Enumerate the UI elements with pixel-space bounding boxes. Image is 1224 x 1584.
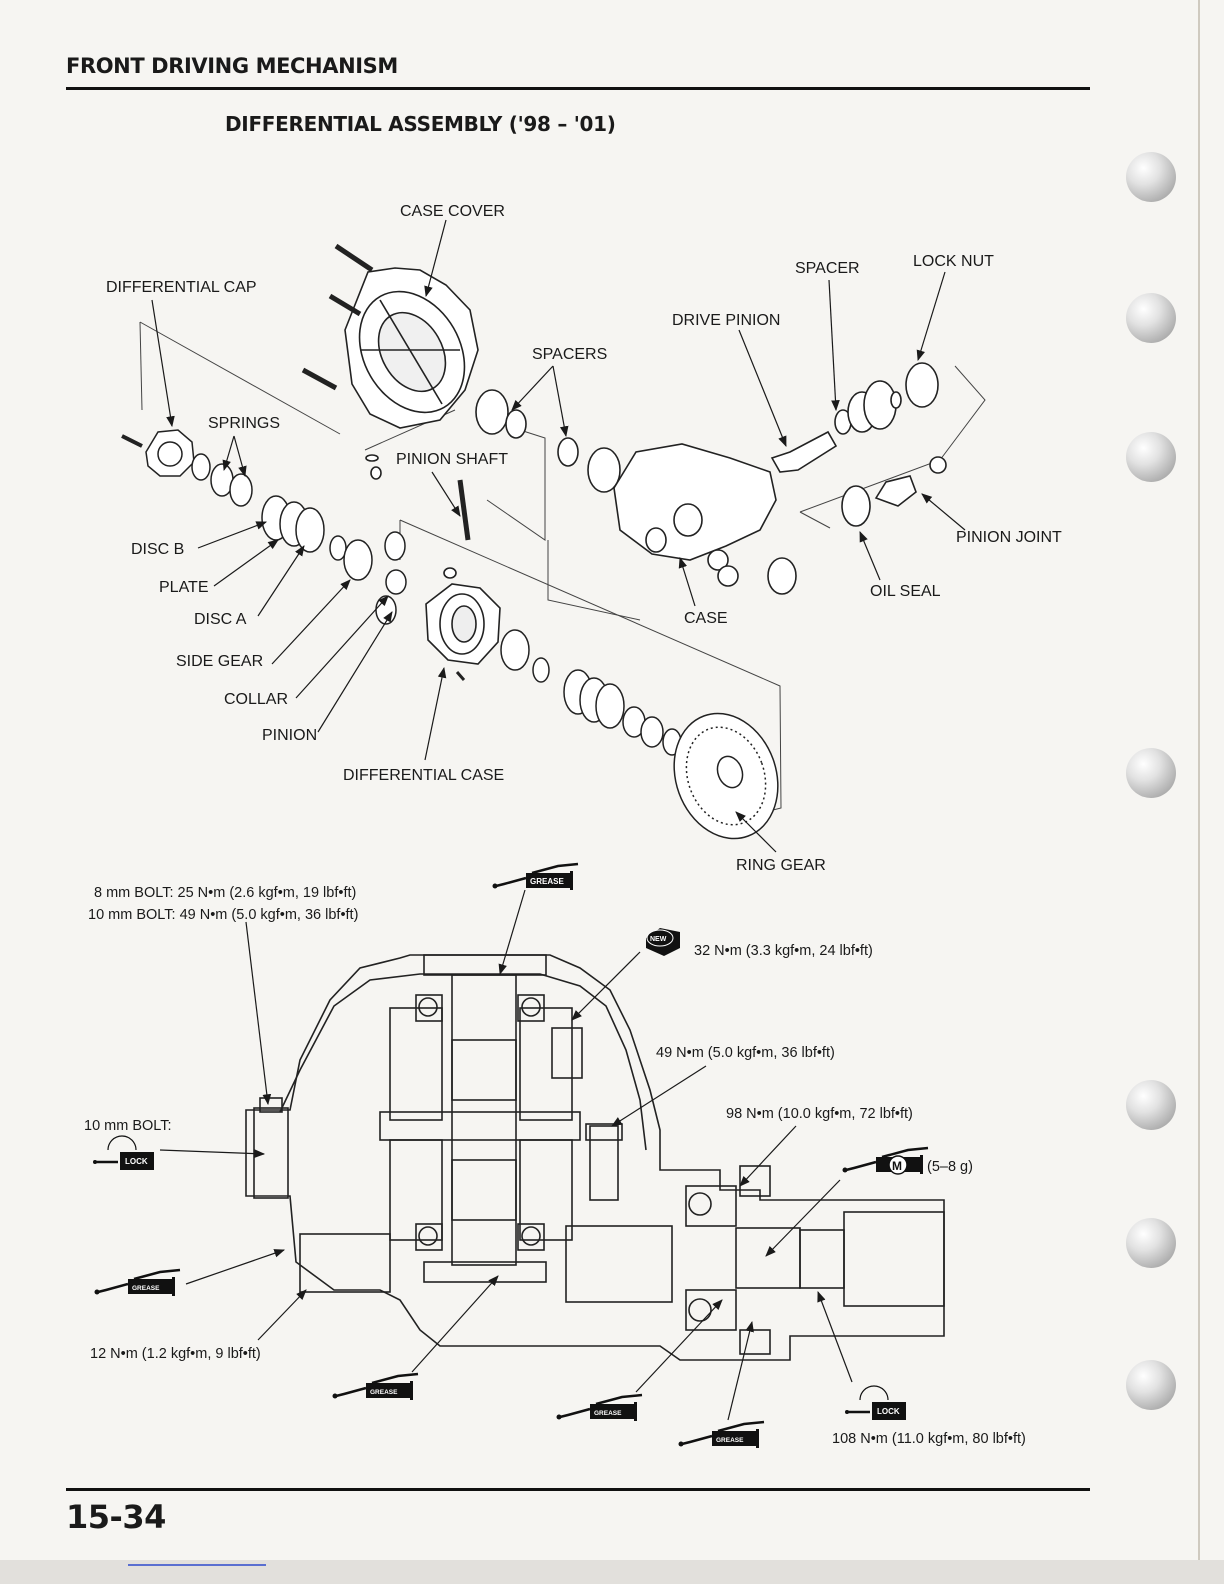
section-tab-icon[interactable] [1126, 1218, 1176, 1268]
bolt-10mm-label: 10 mm BOLT: [84, 1118, 172, 1134]
label-collar: COLLAR [224, 691, 288, 708]
section-tab-icon[interactable] [1126, 432, 1176, 482]
label-pinion-shaft: PINION SHAFT [396, 451, 508, 468]
section-header: FRONT DRIVING MECHANISM [66, 54, 398, 78]
label-case: CASE [684, 610, 728, 627]
differential-case-part [425, 479, 501, 681]
section-tab-icon[interactable] [1126, 293, 1176, 343]
label-side-gear: SIDE GEAR [176, 653, 263, 670]
svg-text:M: M [892, 1159, 902, 1173]
section-leaders [159, 889, 853, 1421]
moly-paste-icon: M [841, 1146, 930, 1176]
label-ring-gear: RING GEAR [736, 857, 826, 874]
svg-text:GREASE: GREASE [370, 1389, 398, 1396]
label-disc-a: DISC A [194, 611, 247, 628]
viewer-link-underline[interactable] [128, 1564, 266, 1566]
page-number: 15-34 [66, 1498, 166, 1536]
label-differential-case: DIFFERENTIAL CASE [343, 767, 504, 784]
label-spacers: SPACERS [532, 346, 607, 363]
ring-gear-part [500, 629, 779, 840]
svg-text:GREASE: GREASE [530, 877, 564, 886]
label-case-cover: CASE COVER [400, 203, 505, 220]
svg-text:GREASE: GREASE [132, 1285, 160, 1292]
torque-108: 108 N•m (11.0 kgf•m, 80 lbf•ft) [832, 1431, 1026, 1447]
torque-12: 12 N•m (1.2 kgf•m, 9 lbf•ft) [90, 1346, 261, 1362]
case-cover-part [301, 243, 479, 429]
label-lock-nut: LOCK NUT [913, 253, 994, 270]
torque-98: 98 N•m (10.0 kgf•m, 72 lbf•ft) [726, 1106, 913, 1122]
header-rule [66, 87, 1090, 90]
torque-bolts-line1: 8 mm BOLT: 25 N•m (2.6 kgf•m, 19 lbf•ft) [94, 885, 356, 901]
moly-amount: (5–8 g) [927, 1159, 973, 1175]
section-tab-icon[interactable] [1126, 748, 1176, 798]
label-springs: SPRINGS [208, 415, 280, 432]
page-edge [1198, 0, 1200, 1560]
label-disc-b: DISC B [131, 541, 184, 558]
label-drive-pinion: DRIVE PINION [672, 312, 780, 329]
case-part [365, 362, 947, 595]
label-spacer: SPACER [795, 260, 860, 277]
lock-icon: LOCK [843, 1384, 908, 1422]
svg-text:LOCK: LOCK [877, 1407, 900, 1416]
grease-gun-icon: GREASE [93, 1268, 182, 1298]
label-plate: PLATE [159, 579, 209, 596]
section-tab-icon[interactable] [1126, 1360, 1176, 1410]
grease-gun-icon: GREASE [555, 1393, 644, 1423]
exploded-leaders [151, 219, 966, 853]
section-tab-icon[interactable] [1126, 152, 1176, 202]
cross-section-housing [245, 954, 945, 1361]
section-tab-icon[interactable] [1126, 1080, 1176, 1130]
grease-gun-icon: GREASE [491, 862, 580, 892]
label-differential-cap: DIFFERENTIAL CAP [106, 279, 257, 296]
differential-cap-part [121, 429, 407, 625]
grease-gun-icon: GREASE [677, 1420, 766, 1450]
svg-text:GREASE: GREASE [716, 1437, 744, 1444]
lock-icon: LOCK [91, 1134, 156, 1172]
svg-text:LOCK: LOCK [125, 1157, 148, 1166]
svg-text:GREASE: GREASE [594, 1410, 622, 1417]
page-subtitle: DIFFERENTIAL ASSEMBLY ('98 – '01) [225, 112, 616, 136]
grease-gun-icon: GREASE [331, 1372, 420, 1402]
new-part-icon: NEW [646, 928, 680, 956]
torque-bolts-line2: 10 mm BOLT: 49 N•m (5.0 kgf•m, 36 lbf•ft… [88, 907, 358, 923]
torque-new-part: 32 N•m (3.3 kgf•m, 24 lbf•ft) [694, 943, 873, 959]
label-pinion-joint: PINION JOINT [956, 529, 1062, 546]
torque-49: 49 N•m (5.0 kgf•m, 36 lbf•ft) [656, 1045, 835, 1061]
label-oil-seal: OIL SEAL [870, 583, 941, 600]
label-pinion: PINION [262, 727, 317, 744]
svg-text:NEW: NEW [650, 936, 667, 943]
footer-rule [66, 1488, 1090, 1491]
